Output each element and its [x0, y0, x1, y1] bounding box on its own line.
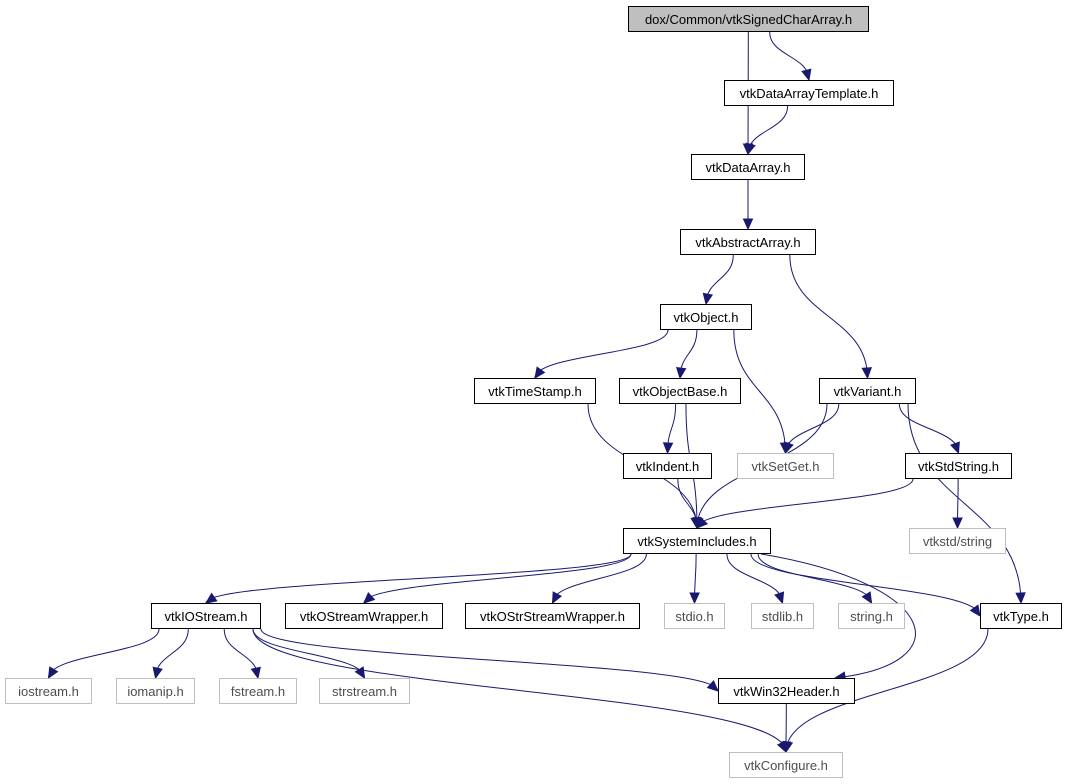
arrowhead-stds-to-vstr — [952, 517, 963, 530]
arrowhead-sys-to-stdio — [689, 592, 700, 605]
edge-sys-to-stdlib — [726, 553, 783, 604]
node-fstream: fstream.h — [219, 678, 297, 704]
edge-obj-to-ts — [534, 329, 669, 379]
node-vstr: vtkstd/string — [909, 528, 1006, 554]
arrowhead-aarr-to-var — [861, 367, 872, 380]
arrowhead-darr-to-aarr — [742, 218, 754, 231]
edge-sys-to-win32 — [760, 553, 916, 679]
arrowhead-obj-to-ts — [534, 366, 546, 379]
arrowhead-sys-to-ossw — [551, 591, 563, 605]
node-darr[interactable]: vtkDataArray.h — [691, 154, 805, 180]
node-ossw[interactable]: vtkOStrStreamWrapper.h — [465, 603, 640, 629]
node-type[interactable]: vtkType.h — [980, 603, 1062, 629]
arrowhead-tmpl-to-darr — [745, 142, 756, 156]
node-conf: vtkConfigure.h — [729, 752, 843, 778]
edge-obj-to-setget — [733, 329, 786, 454]
arrowhead-var-to-type — [1015, 592, 1026, 605]
edge-var-to-type — [907, 403, 1022, 604]
arrowhead-sys-to-string — [861, 591, 873, 605]
node-string: string.h — [838, 603, 905, 629]
edge-stds-to-sys — [696, 478, 914, 529]
node-ts[interactable]: vtkTimeStamp.h — [474, 378, 596, 404]
edge-aarr-to-var — [789, 254, 868, 379]
arrowhead-sys-to-osw — [363, 592, 376, 604]
arrowhead-var-to-stds — [949, 441, 960, 455]
edge-sys-to-ossw — [552, 553, 647, 604]
arrowhead-ios-to-iostream — [47, 666, 59, 680]
node-osw[interactable]: vtkOStreamWrapper.h — [285, 603, 443, 629]
node-sys[interactable]: vtkSystemIncludes.h — [623, 528, 771, 554]
arrowhead-obj-to-ob — [675, 366, 687, 380]
node-ios[interactable]: vtkIOStream.h — [151, 603, 261, 629]
node-win32[interactable]: vtkWin32Header.h — [718, 678, 855, 704]
edge-ios-to-iostream — [48, 628, 160, 679]
arrowhead-ob-to-ind — [662, 442, 674, 455]
arrowhead-sys-to-ios — [205, 592, 218, 604]
node-stdio: stdio.h — [664, 603, 725, 629]
node-strstream: strstream.h — [319, 678, 410, 704]
node-var[interactable]: vtkVariant.h — [819, 378, 916, 404]
node-obj[interactable]: vtkObject.h — [660, 304, 752, 330]
arrowhead-ios-to-iomanip — [152, 666, 163, 680]
arrowhead-aarr-to-obj — [702, 292, 714, 306]
node-stdlib: stdlib.h — [751, 603, 814, 629]
edge-sys-to-type — [750, 553, 981, 617]
node-setget: vtkSetGet.h — [737, 453, 834, 479]
arrowhead-ios-to-win32 — [706, 680, 719, 692]
edge-sys-to-osw — [363, 553, 632, 604]
arrowhead-type-to-conf — [782, 740, 794, 754]
node-root[interactable]: dox/Common/vtkSignedCharArray.h — [628, 6, 869, 32]
node-aarr[interactable]: vtkAbstractArray.h — [680, 229, 816, 255]
edge-sys-to-ios — [205, 553, 632, 604]
node-tmpl[interactable]: vtkDataArrayTemplate.h — [724, 80, 894, 106]
arrowhead-sys-to-stdlib — [774, 591, 785, 605]
arrowhead-var-to-setget — [783, 441, 794, 455]
arrowhead-sys-to-type — [969, 604, 981, 617]
arrowhead-ios-to-fstream — [250, 666, 261, 680]
node-iostream: iostream.h — [5, 678, 92, 704]
node-stds[interactable]: vtkStdString.h — [905, 453, 1012, 479]
arrowhead-stds-to-sys — [696, 516, 709, 529]
edge-ios-to-conf — [252, 628, 787, 753]
edge-var-to-setget — [785, 403, 840, 454]
node-iomanip: iomanip.h — [116, 678, 195, 704]
node-ind[interactable]: vtkIndent.h — [623, 453, 712, 479]
edge-ios-to-win32 — [260, 628, 719, 692]
arrowhead-root-to-tmpl — [801, 68, 812, 82]
node-ob[interactable]: vtkObjectBase.h — [619, 378, 741, 404]
edge-type-to-conf — [785, 628, 989, 753]
